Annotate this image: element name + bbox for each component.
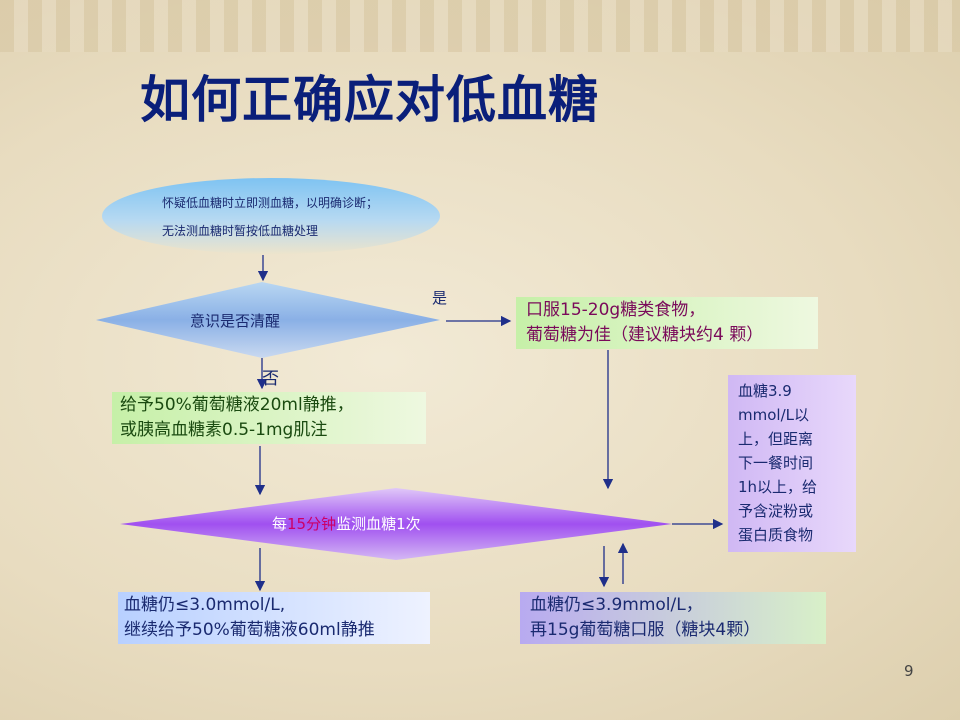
- start-text-line2: 无法测血糖时暂按低血糖处理: [162, 224, 319, 238]
- right-box-line: 予含淀粉或: [738, 502, 814, 520]
- yes-box-line1: 口服15-20g糖类食物，: [526, 300, 706, 320]
- right-box: 血糖3.9 mmol/L以 上，但距离 下一餐时间 1h以上，给 予含淀粉或 蛋…: [738, 379, 817, 547]
- start-ellipse: [102, 178, 440, 254]
- no-box-bg: [112, 392, 426, 444]
- monitor-interval: 15分钟: [287, 515, 337, 533]
- yes-label: 是: [432, 289, 448, 307]
- decision-consciousness-text: 意识是否清醒: [190, 312, 281, 330]
- right-box-line: 1h以上，给: [738, 478, 818, 496]
- low-right-line1: 血糖仍≤3.9mmol/L，: [530, 595, 703, 615]
- right-box-bg: [728, 375, 856, 552]
- low-left-line2: 继续给予50%葡萄糖液60ml静推: [124, 620, 375, 640]
- yes-box: 口服15-20g糖类食物， 葡萄糖为佳（建议糖块约4 颗）: [526, 298, 763, 348]
- decision-monitor-shape: [120, 488, 672, 560]
- decision-monitor-text: 每15分钟监测血糖1次: [272, 512, 421, 537]
- no-box-line1: 给予50%葡萄糖液20ml静推，: [120, 395, 354, 415]
- yes-box-line2: 葡萄糖为佳（建议糖块约4 颗）: [526, 325, 764, 345]
- monitor-pre: 每: [272, 515, 288, 533]
- arrows: [254, 255, 724, 592]
- right-box-line: 蛋白质食物: [738, 526, 814, 544]
- monitor-post: 监测血糖1次: [336, 515, 421, 533]
- low-left-line1: 血糖仍≤3.0mmol/L,: [124, 595, 286, 615]
- right-box-line: 上，但距离: [738, 430, 814, 448]
- decision-consciousness-shape: [96, 282, 440, 358]
- right-box-line: 血糖3.9: [738, 382, 792, 400]
- low-right-box: 血糖仍≤3.9mmol/L， 再15g葡萄糖口服（糖块4颗）: [530, 593, 760, 643]
- low-right-box-bg: [520, 592, 826, 644]
- no-label: 否: [262, 369, 279, 389]
- page-title: 如何正确应对低血糖: [140, 70, 599, 129]
- right-box-line: 下一餐时间: [738, 454, 814, 472]
- right-box-line: mmol/L以: [738, 406, 809, 424]
- low-right-line2: 再15g葡萄糖口服（糖块4颗）: [530, 620, 761, 640]
- start-text-line1: 怀疑低血糖时立即测血糖，以明确诊断；: [162, 196, 379, 210]
- no-box: 给予50%葡萄糖液20ml静推， 或胰高血糖素0.5-1mg肌注: [120, 393, 354, 443]
- page-number: 9: [904, 662, 914, 680]
- decorative-border: [0, 0, 960, 52]
- yes-box-bg: [516, 297, 818, 349]
- low-left-box-bg: [118, 592, 430, 644]
- no-box-line2: 或胰高血糖素0.5-1mg肌注: [120, 420, 328, 440]
- low-left-box: 血糖仍≤3.0mmol/L, 继续给予50%葡萄糖液60ml静推: [124, 593, 375, 643]
